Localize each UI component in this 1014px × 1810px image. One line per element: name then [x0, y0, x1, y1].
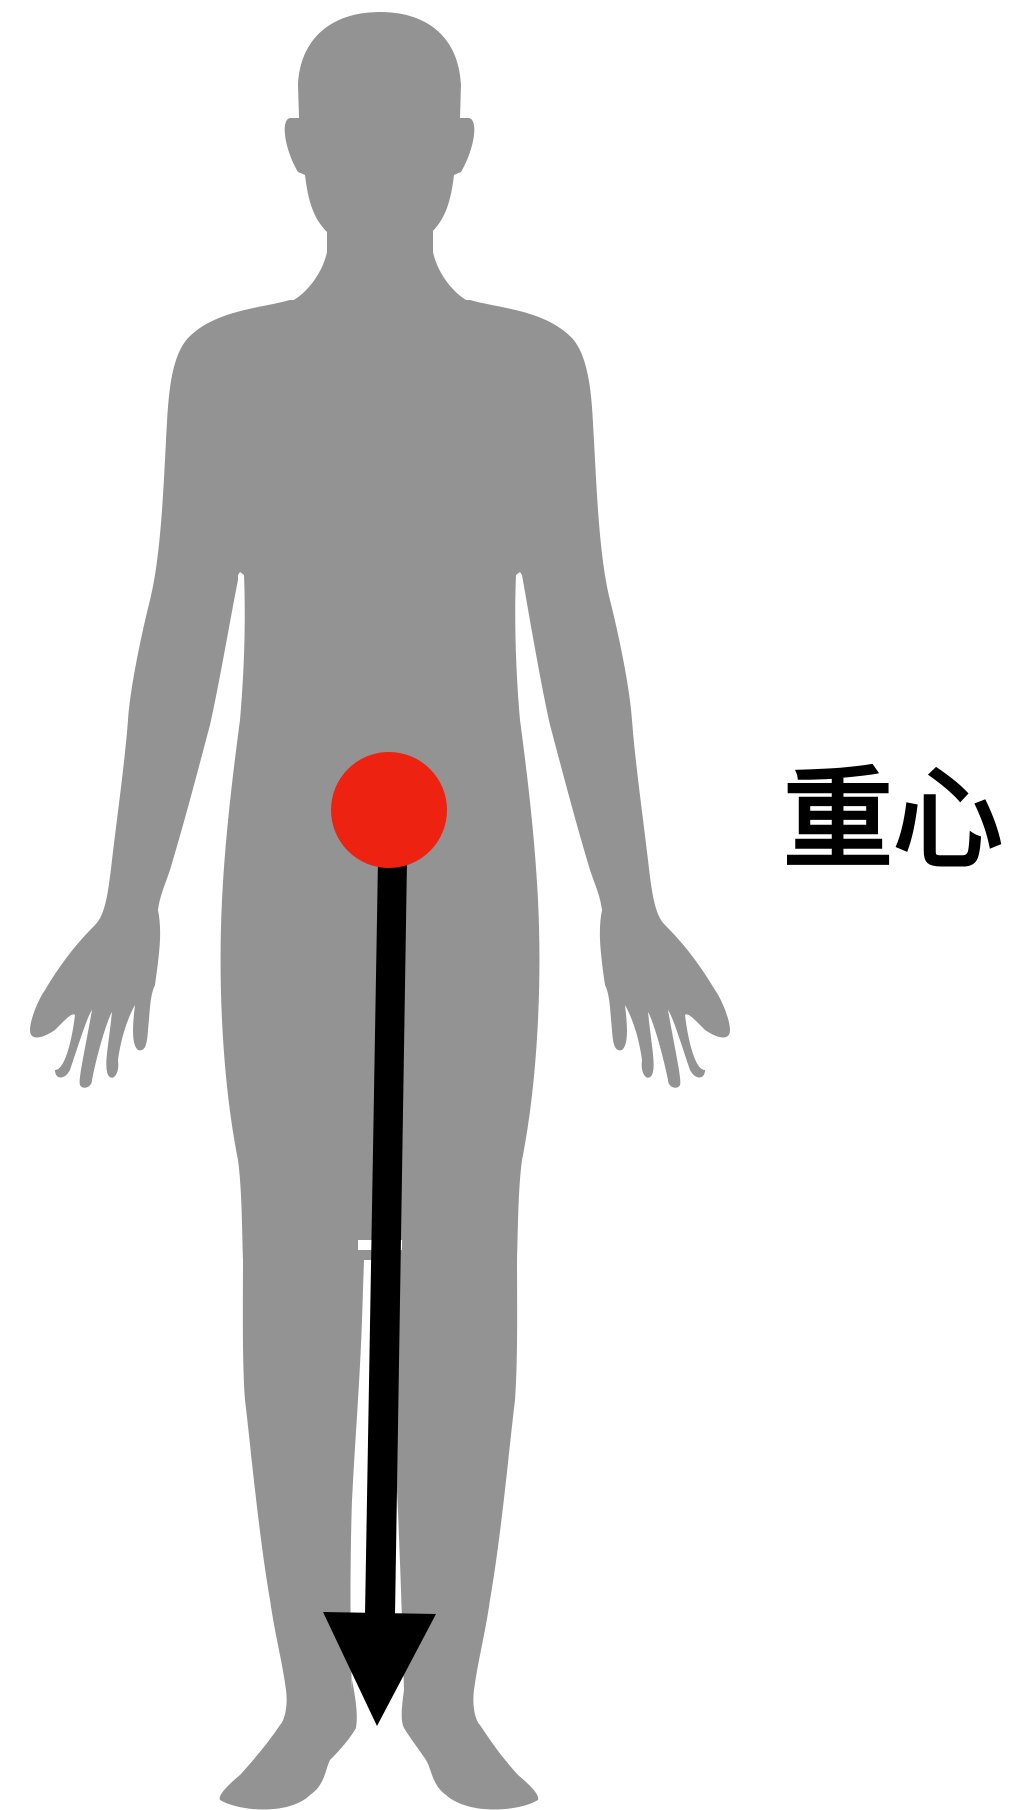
neck-shape: [290, 228, 470, 302]
center-of-gravity-dot: [331, 752, 447, 868]
center-of-gravity-label: 重心: [783, 756, 1003, 884]
head-shape: [285, 12, 475, 250]
